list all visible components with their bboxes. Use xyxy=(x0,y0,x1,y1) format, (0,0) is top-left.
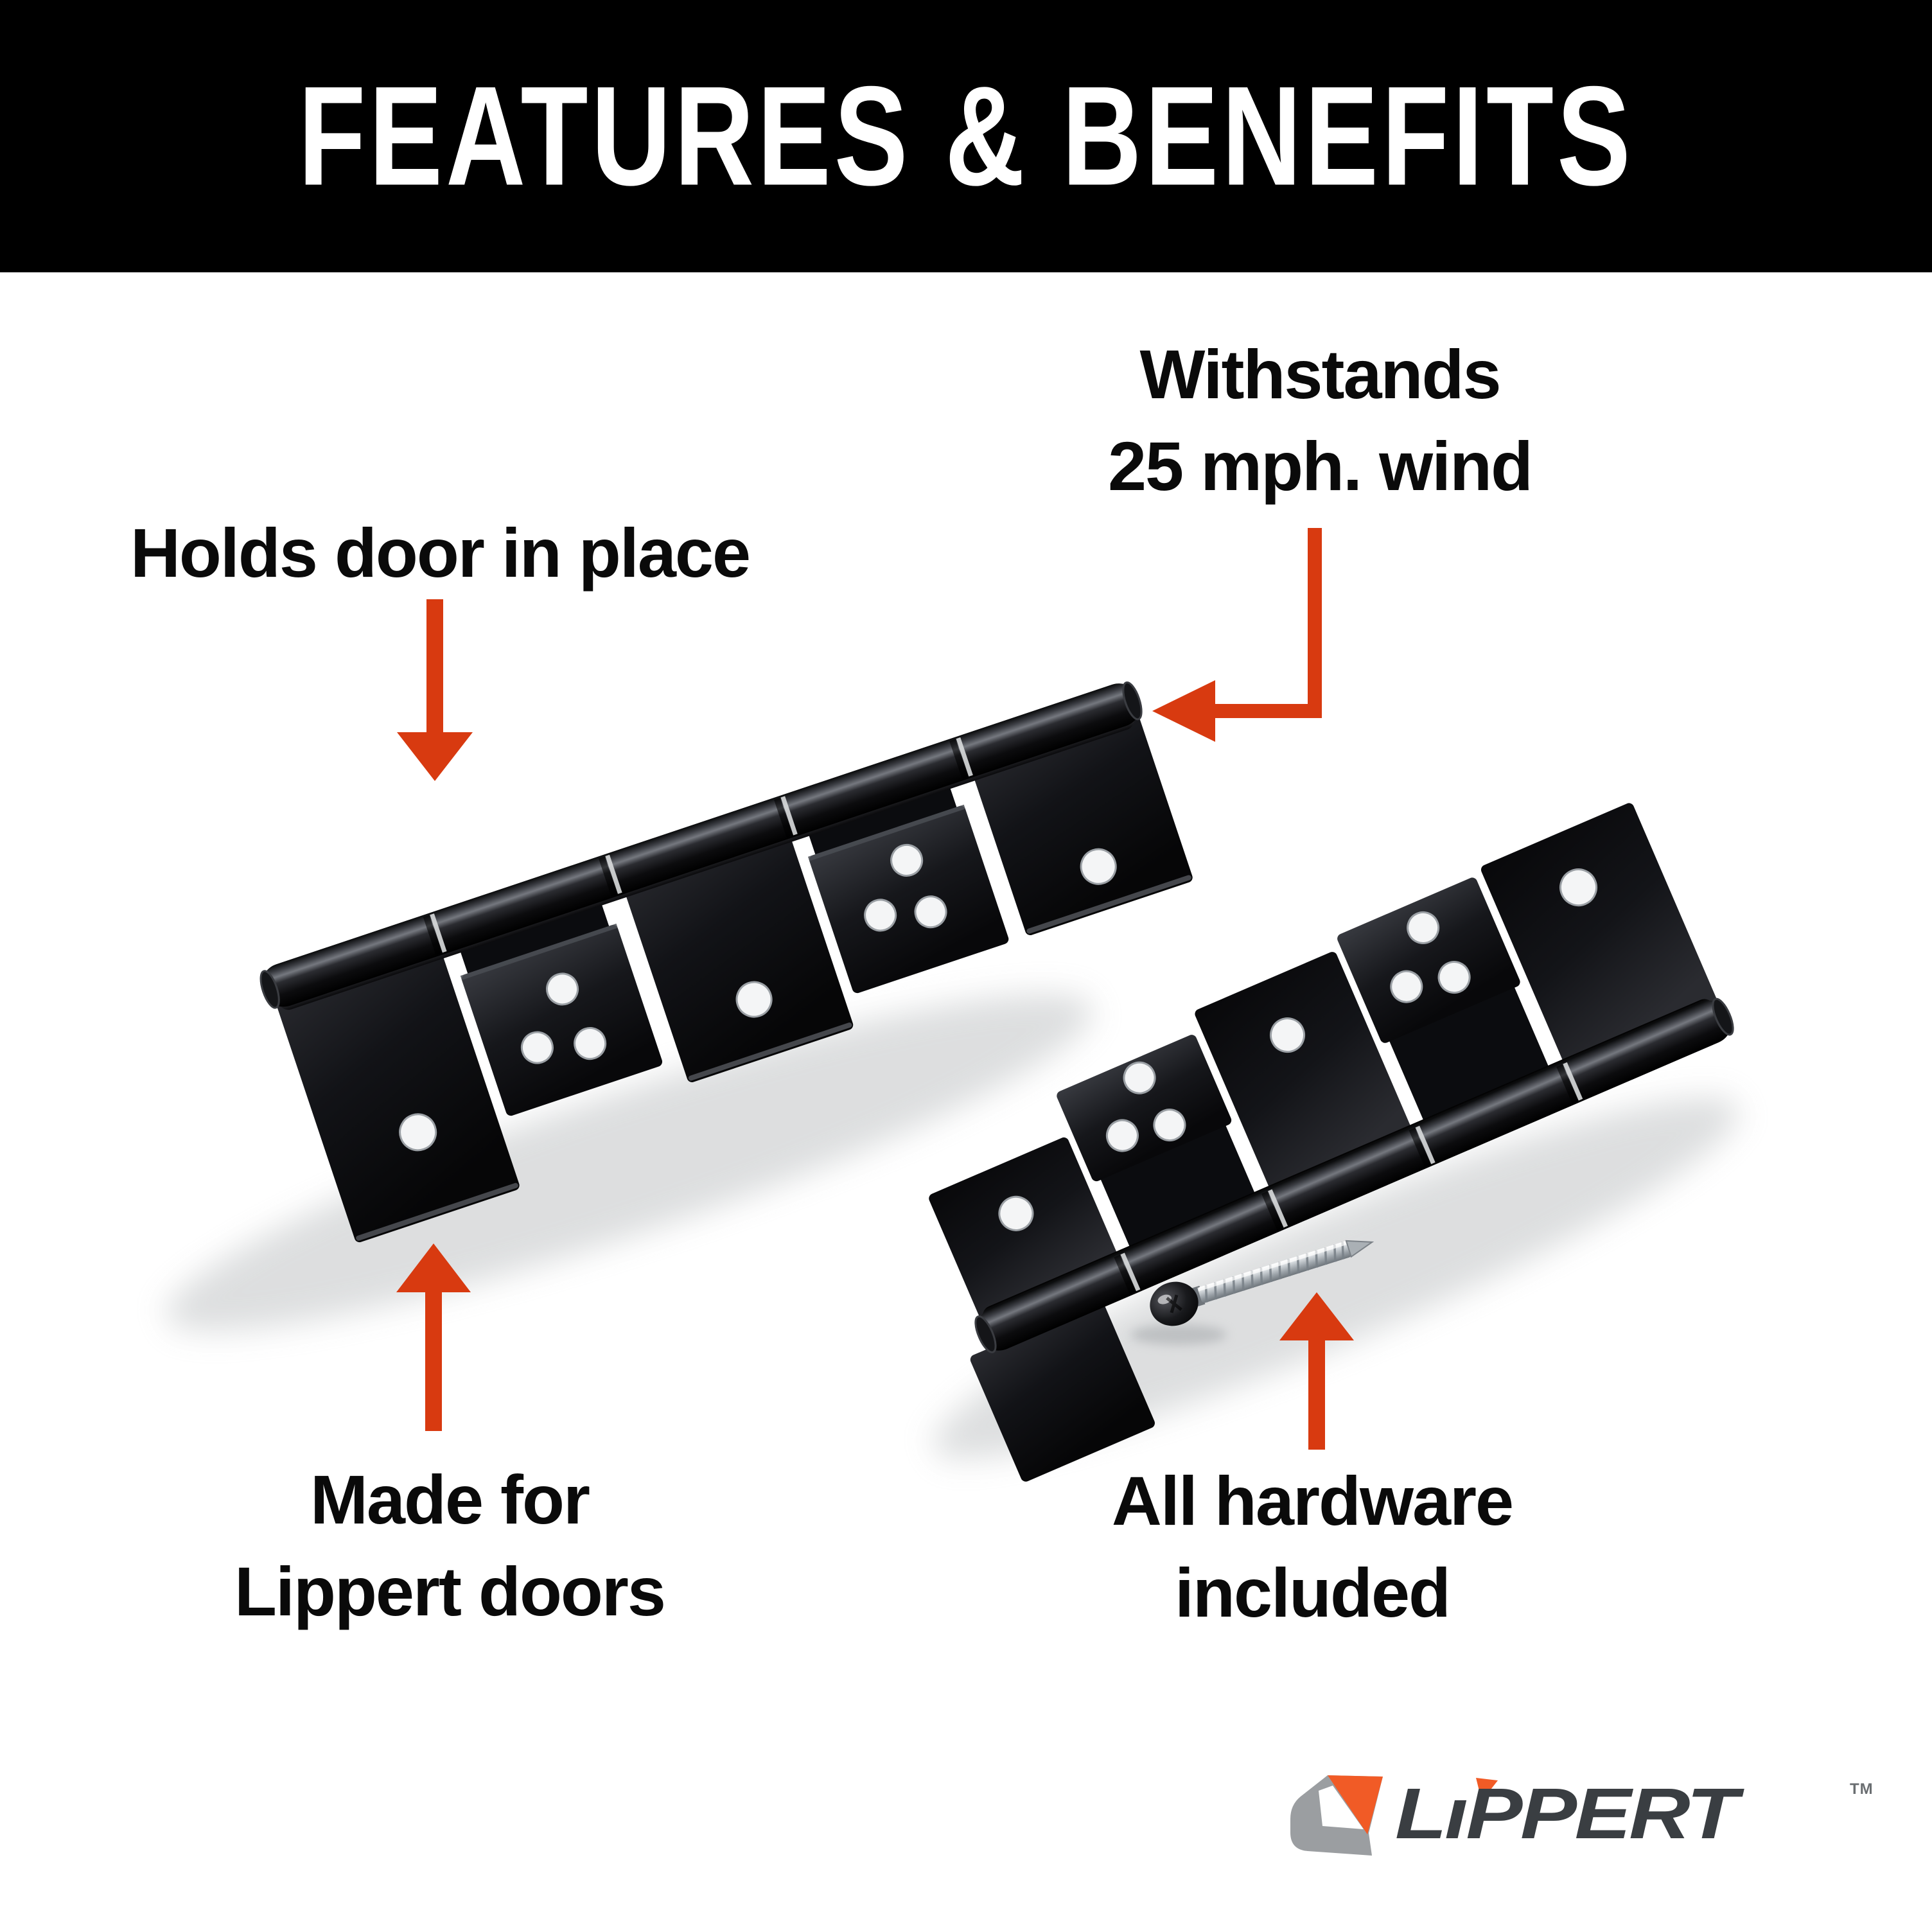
callout-hardware: All hardware included xyxy=(991,1455,1633,1638)
callout-wind-line2: 25 mph. wind xyxy=(1107,427,1533,505)
hinge-top xyxy=(259,681,1193,1243)
wordmark-l: L xyxy=(1395,1773,1447,1854)
callout-holds-door-text: Holds door in place xyxy=(130,514,751,592)
lippert-wordmark: LıPPERT xyxy=(1395,1778,1738,1852)
hinge-bottom-leaves xyxy=(929,803,1722,1482)
callout-wind-line1: Withstands xyxy=(1139,335,1501,413)
arrow-up-right-icon xyxy=(1279,1292,1354,1450)
arrow-elbow-left-icon xyxy=(1152,528,1322,742)
lippert-logo-emblem xyxy=(1290,1775,1383,1856)
hinge-top-knuckle-gaps xyxy=(423,737,973,955)
trademark-symbol: TM xyxy=(1850,1780,1874,1798)
callout-hardware-line1: All hardware xyxy=(1111,1462,1514,1540)
callout-made-for-line2: Lippert doors xyxy=(234,1552,666,1630)
callout-made-for-line1: Made for xyxy=(310,1461,590,1538)
callout-holds-door: Holds door in place xyxy=(87,507,793,599)
callout-arrows xyxy=(396,528,1354,1450)
hinge-bottom-knuckle-gaps xyxy=(1114,1062,1583,1294)
hinge-bottom xyxy=(929,803,1734,1482)
hinge-top-barrel xyxy=(261,683,1141,1007)
page-title: FEATURES & BENEFITS xyxy=(298,57,1634,215)
wordmark-rest: PPERT xyxy=(1466,1773,1738,1854)
arrow-up-left-icon xyxy=(396,1243,471,1431)
screw xyxy=(1150,1240,1374,1326)
callout-made-for: Made for Lippert doors xyxy=(128,1453,771,1637)
wordmark-i: ı xyxy=(1445,1773,1468,1854)
wordmark-i-dot xyxy=(1476,1778,1498,1801)
callout-wind: Withstands 25 mph. wind xyxy=(967,328,1673,512)
photo-shadows xyxy=(166,994,1739,1459)
header-bar: FEATURES & BENEFITS xyxy=(0,0,1932,272)
arrow-down-icon xyxy=(397,599,473,781)
hinge-bottom-barrel xyxy=(976,1000,1732,1351)
callout-hardware-line2: included xyxy=(1174,1554,1451,1631)
